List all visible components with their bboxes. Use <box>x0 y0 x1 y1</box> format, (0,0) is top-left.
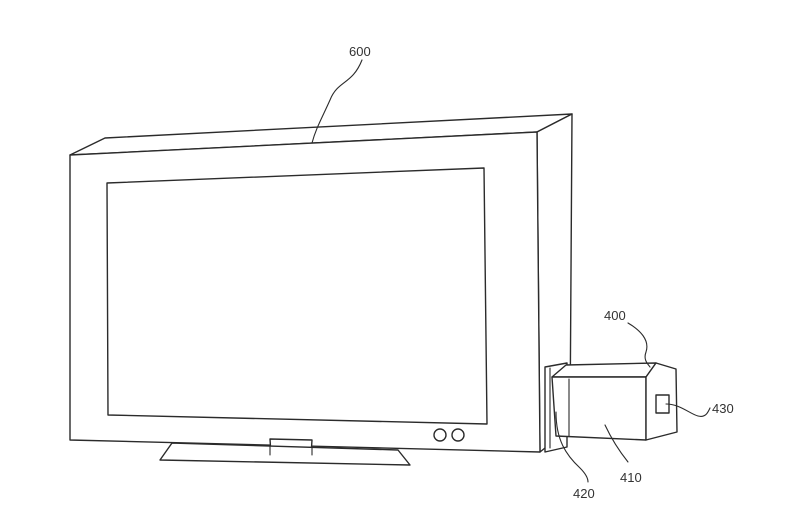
leader-420 <box>555 411 589 483</box>
label-600: 600 <box>349 44 371 59</box>
leader-430 <box>665 403 711 417</box>
device-top-face <box>551 362 657 378</box>
label-410: 410 <box>620 470 642 485</box>
tv-screen <box>106 167 488 425</box>
leader-lines <box>311 59 711 483</box>
device-right-face <box>645 362 678 441</box>
device <box>544 362 678 453</box>
tv-button-left <box>433 428 447 442</box>
label-400: 400 <box>604 308 626 323</box>
tv-stand-base <box>159 442 411 466</box>
device-front-face <box>551 376 647 441</box>
television <box>69 113 573 466</box>
label-420: 420 <box>573 486 595 501</box>
label-430: 430 <box>712 401 734 416</box>
reference-labels: 600 400 430 410 420 <box>349 44 734 501</box>
leader-400 <box>627 322 651 368</box>
leader-600 <box>311 59 363 144</box>
leader-410 <box>604 424 629 463</box>
tv-button-right <box>451 428 465 442</box>
